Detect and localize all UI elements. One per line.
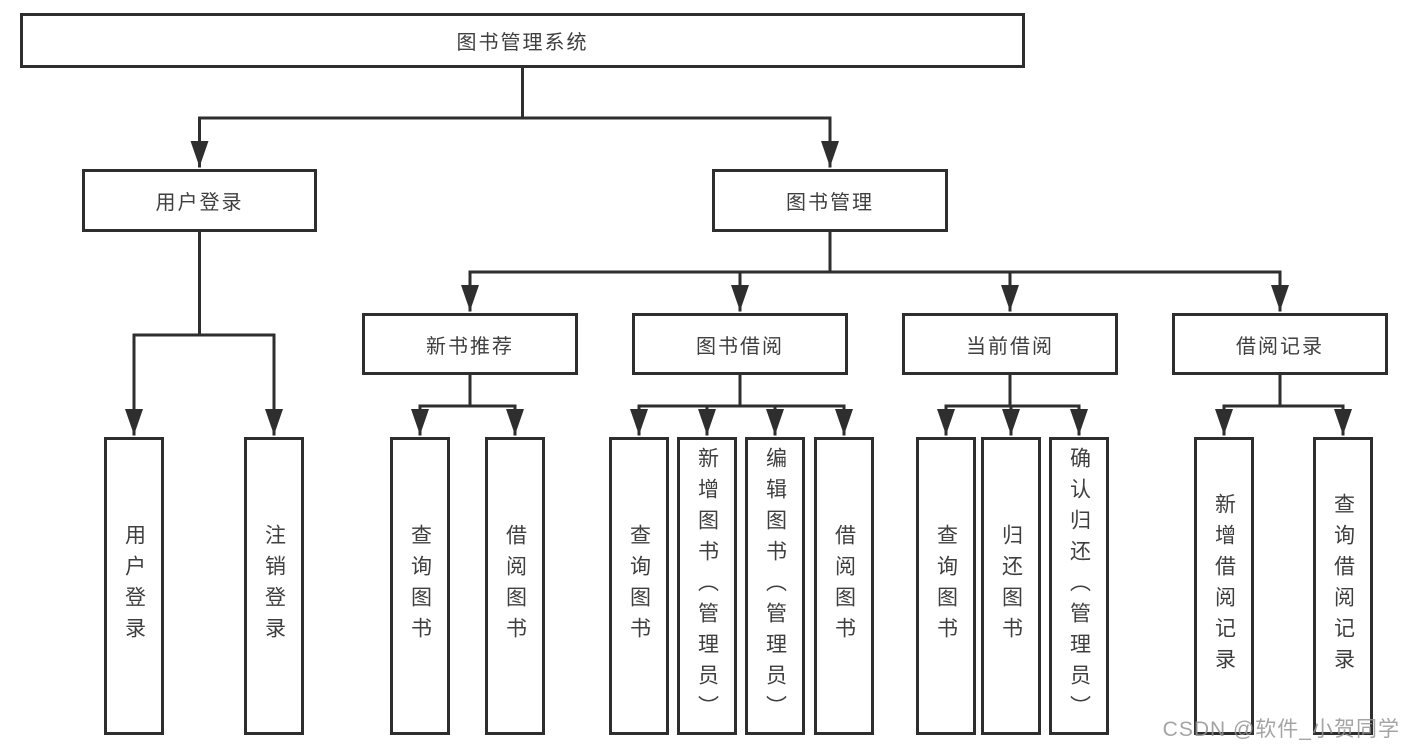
node-book-management: 图书管理	[712, 169, 948, 232]
node-query-borrow-record: 查询借阅记录	[1313, 437, 1373, 735]
node-label: 查询图书	[627, 524, 651, 648]
node-add-books-admin: 新增图书（管理员）	[677, 437, 737, 735]
node-logout-leaf: 注销登录	[244, 437, 304, 735]
node-user-login-leaf: 用户登录	[104, 437, 164, 735]
node-confirm-return-admin: 确认归还（管理员）	[1049, 437, 1109, 735]
node-label: 归还图书	[999, 524, 1023, 648]
node-borrowing-borrow-books: 借阅图书	[814, 437, 874, 735]
node-return-books: 归还图书	[981, 437, 1041, 735]
node-label: 借阅图书	[832, 524, 856, 648]
connector-current-borrowing-trunk	[944, 373, 1081, 408]
node-label: 查询图书	[408, 524, 432, 648]
node-label: 确认归还（管理员）	[1067, 446, 1091, 726]
node-user-login: 用户登录	[82, 169, 317, 232]
node-label: 用户登录	[122, 524, 146, 648]
node-label: 当前借阅	[966, 335, 1054, 358]
node-label: 图书管理系统	[456, 32, 589, 54]
node-label: 借阅记录	[1236, 335, 1324, 358]
connector-book-borrowing-trunk	[637, 373, 846, 408]
connector-user-login-trunk	[132, 230, 276, 337]
node-borrowing-query-books: 查询图书	[609, 437, 669, 735]
connector-borrowing-records-trunk	[1222, 373, 1345, 408]
node-label: 查询借阅记录	[1331, 493, 1355, 679]
node-label: 用户登录	[155, 192, 244, 214]
node-label: 注销登录	[262, 524, 286, 648]
node-recommend-borrow-books: 借阅图书	[485, 437, 545, 735]
node-borrowing-records: 借阅记录	[1172, 313, 1388, 375]
node-label: 新增图书（管理员）	[695, 446, 719, 726]
node-label: 新书推荐	[426, 335, 514, 358]
connector-book-management-trunk	[468, 230, 1282, 274]
node-add-borrow-record: 新增借阅记录	[1194, 437, 1254, 735]
node-book-borrowing: 图书借阅	[632, 313, 848, 375]
node-library-management-system: 图书管理系统	[20, 13, 1025, 68]
node-label: 查询图书	[934, 524, 958, 648]
node-label: 编辑图书（管理员）	[763, 446, 787, 726]
node-recommend-query-books: 查询图书	[390, 437, 450, 735]
node-current-borrowing: 当前借阅	[902, 313, 1118, 375]
connector-root-trunk	[198, 66, 832, 120]
connector-new-book-trunk	[418, 373, 517, 408]
node-label: 图书借阅	[696, 335, 784, 358]
node-current-query-books: 查询图书	[916, 437, 976, 735]
node-label: 图书管理	[786, 192, 874, 214]
node-label: 借阅图书	[503, 524, 527, 648]
node-edit-books-admin: 编辑图书（管理员）	[745, 437, 805, 735]
node-label: 新增借阅记录	[1212, 493, 1236, 679]
node-new-book-recommendation: 新书推荐	[362, 313, 578, 375]
